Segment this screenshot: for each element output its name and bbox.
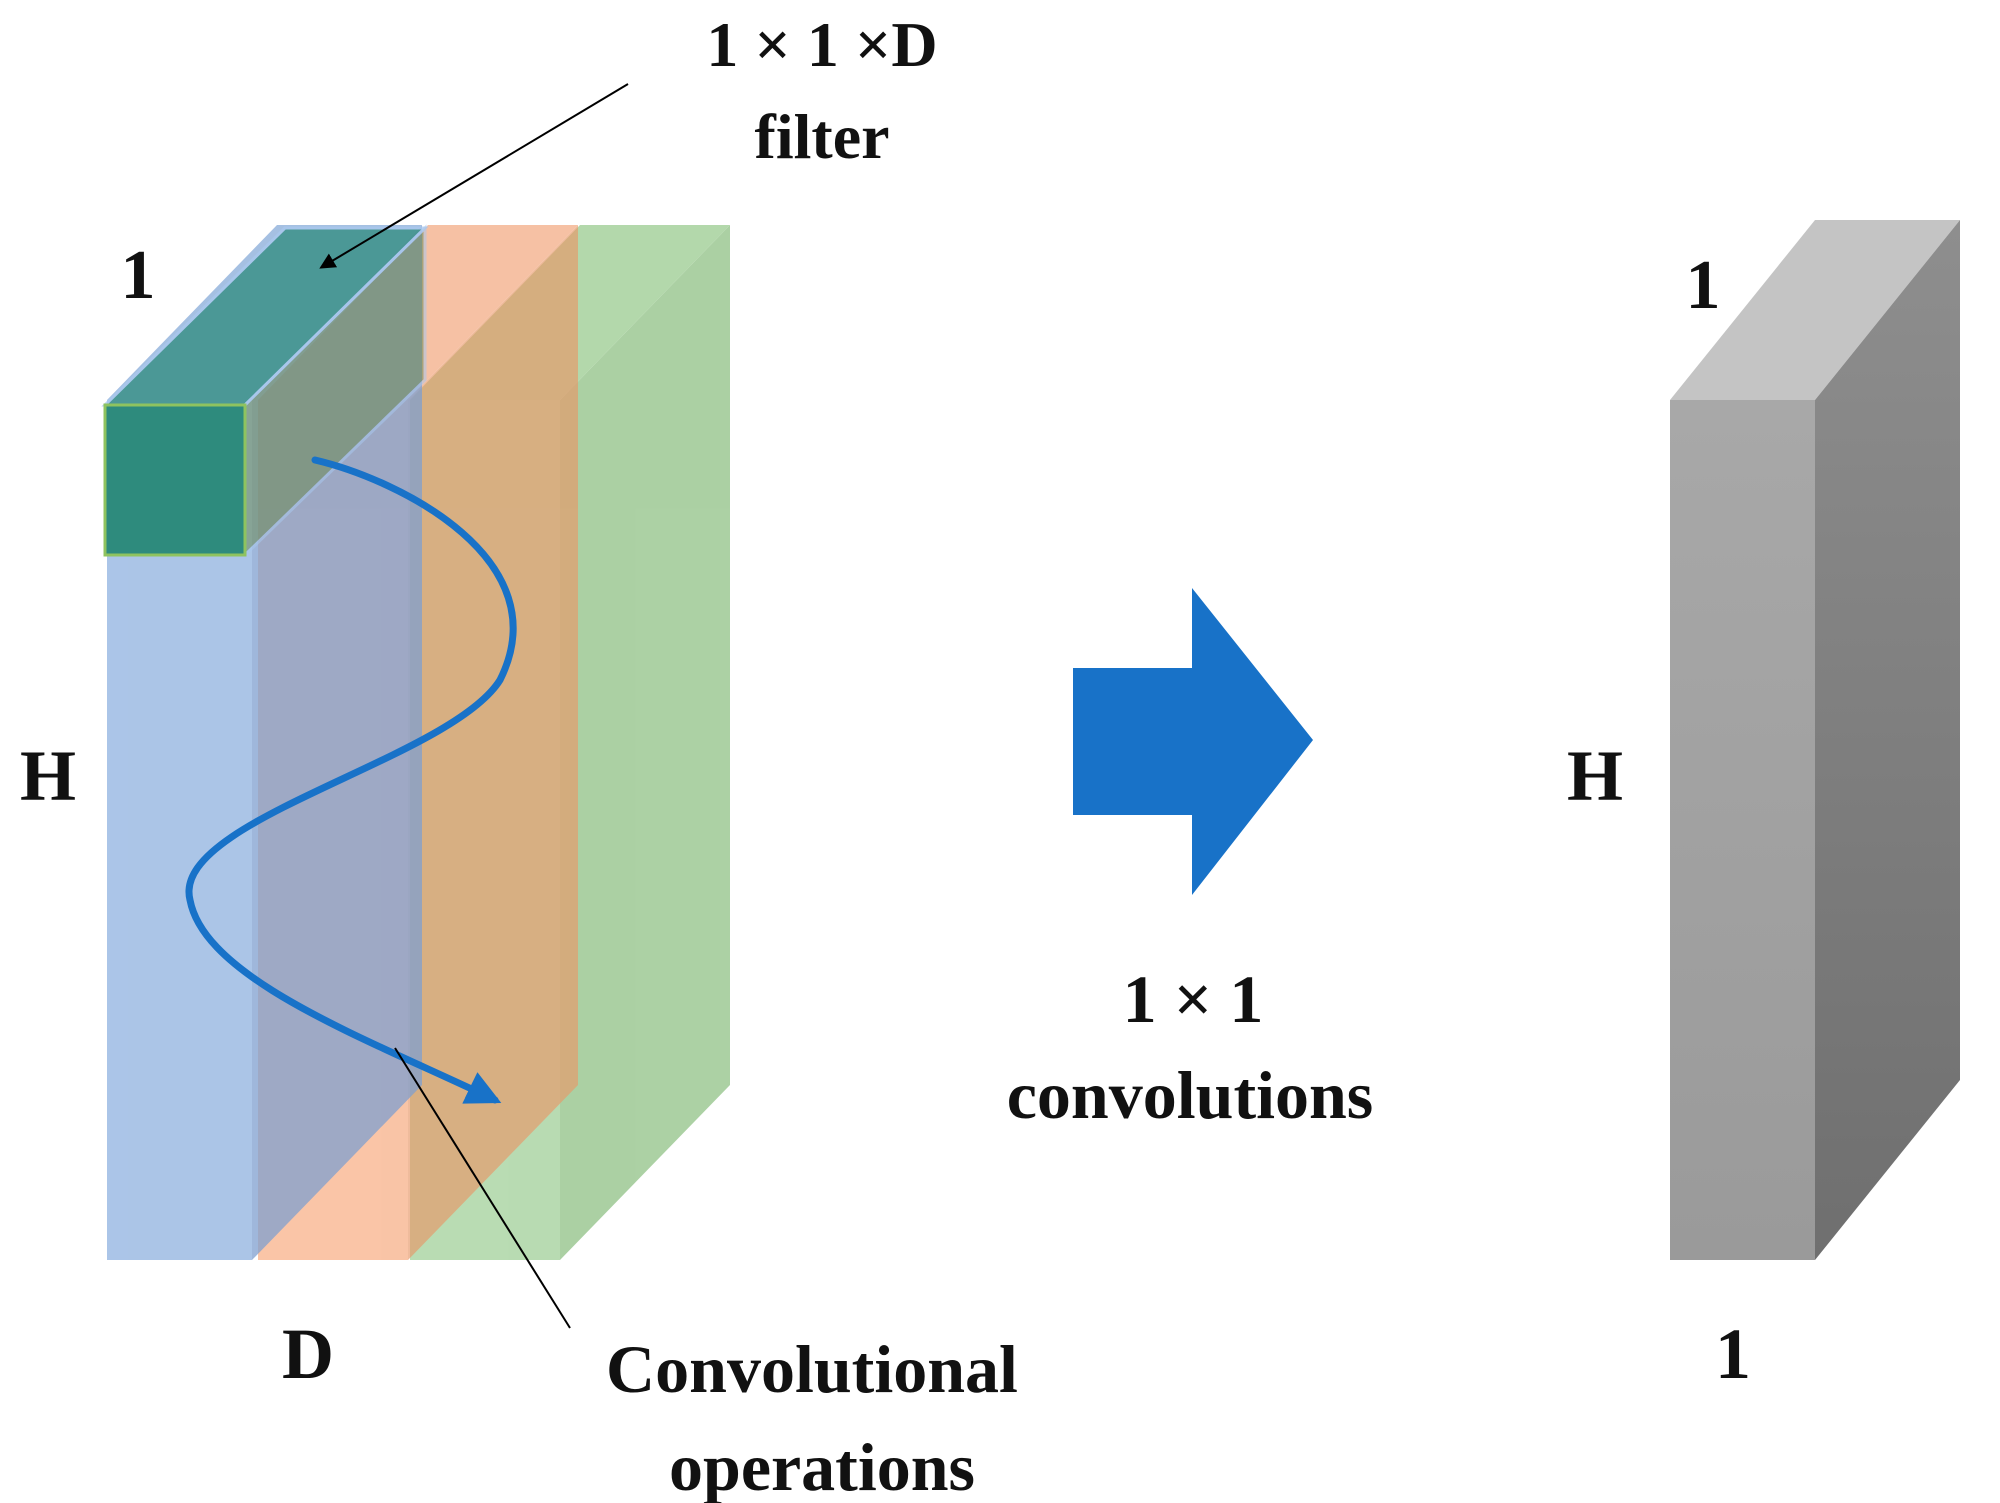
filter-label-line1: 1 × 1 ×D xyxy=(706,9,937,80)
conv-ops-leader-line xyxy=(394,1047,571,1329)
output-height-label: H xyxy=(1567,736,1623,816)
transform-label-line2: convolutions xyxy=(1007,1057,1374,1133)
transform-arrow-icon xyxy=(1073,588,1313,895)
input-width-label: 1 xyxy=(121,237,156,314)
transform-label-line1: 1 × 1 xyxy=(1123,961,1264,1037)
input-depth-label: D xyxy=(282,1314,334,1394)
conv-ops-label-line1: Convolutional xyxy=(606,1331,1018,1407)
conv-ops-label-line2: operations xyxy=(669,1429,975,1503)
filter-label-line2: filter xyxy=(755,101,890,172)
output-width-label: 1 xyxy=(1686,247,1721,324)
output-depth-label: 1 xyxy=(1715,1314,1751,1394)
filter-block xyxy=(101,224,429,559)
filter-leader-line xyxy=(319,83,629,269)
output-volume xyxy=(1670,220,1960,1260)
convolution-path xyxy=(185,456,517,1104)
input-height-label: H xyxy=(20,736,76,816)
